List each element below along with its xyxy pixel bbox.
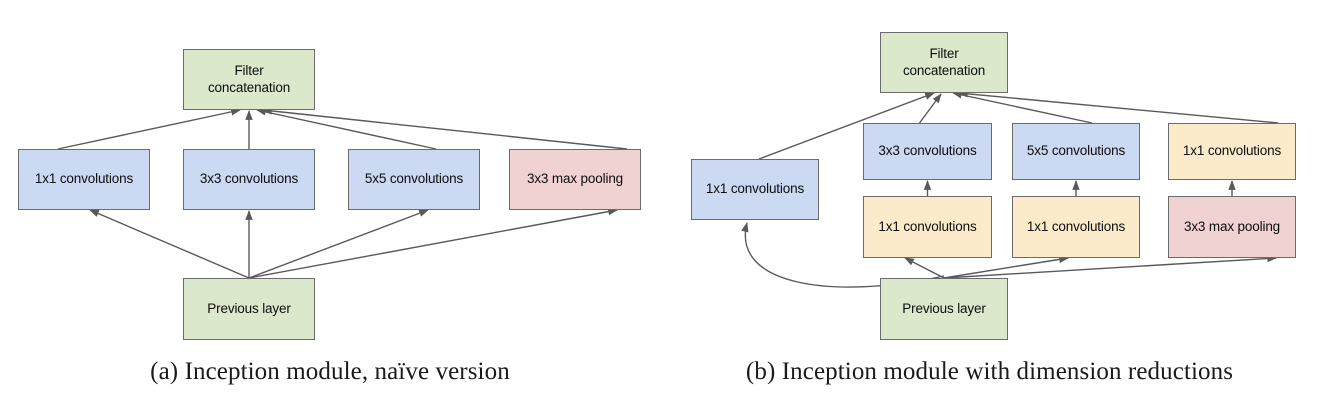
node-label: 5x5 convolutions	[364, 171, 464, 187]
node-label: 3x3 max pooling	[1183, 218, 1281, 234]
node-label: 1x1 convolutions	[1026, 218, 1126, 234]
node-label: 1x1 convolutions	[1182, 143, 1282, 159]
edge-conv3x3-to-filter-concat	[918, 93, 942, 124]
edge-conv1x1-to-filter-concat	[57, 108, 241, 150]
node-a-conv1x1[interactable]: 1x1 convolutions	[18, 149, 150, 210]
node-a-conv5x5[interactable]: 5x5 convolutions	[348, 149, 480, 210]
edge-previous-to-reduce1	[904, 257, 945, 279]
edge-previous-to-conv1x1	[89, 209, 250, 279]
edge-previous-to-maxpool	[248, 207, 618, 279]
node-a-previous-layer[interactable]: Previous layer	[183, 278, 315, 340]
edge-conv1x1right-to-filter-concat	[958, 90, 1279, 124]
edge-maxpool-to-filter-concat	[262, 107, 628, 150]
node-label: Previous layer	[207, 300, 291, 316]
node-b-conv5x5[interactable]: 5x5 convolutions	[1012, 123, 1140, 180]
node-b-conv1x1-left[interactable]: 1x1 convolutions	[691, 159, 819, 220]
node-a-maxpool3x3[interactable]: 3x3 max pooling	[509, 149, 641, 210]
node-b-reduce1x1-b[interactable]: 1x1 convolutions	[1012, 196, 1140, 258]
node-label: Previous layer	[902, 300, 986, 316]
node-b-conv3x3[interactable]: 3x3 convolutions	[863, 123, 992, 180]
node-label: 5x5 convolutions	[1026, 143, 1126, 159]
node-label: 3x3 convolutions	[199, 171, 299, 187]
node-b-previous-layer[interactable]: Previous layer	[880, 278, 1008, 340]
node-b-reduce1x1-a[interactable]: 1x1 convolutions	[863, 196, 992, 258]
node-label: 1x1 convolutions	[34, 171, 134, 187]
edge-previous-to-reduce2	[943, 255, 1069, 279]
node-a-conv3x3[interactable]: 3x3 convolutions	[183, 149, 315, 210]
edge-previous-to-conv5x5	[248, 209, 429, 279]
node-label: 3x3 convolutions	[878, 143, 977, 159]
edge-conv5x5-to-filter-concat	[952, 91, 1093, 124]
edge-conv5x5-to-filter-concat	[256, 108, 437, 150]
node-b-conv1x1-right[interactable]: 1x1 convolutions	[1168, 123, 1296, 180]
node-b-maxpool3x3[interactable]: 3x3 max pooling	[1168, 196, 1296, 258]
edge-previous-to-maxpool	[943, 254, 1277, 279]
node-label: 1x1 convolutions	[878, 218, 977, 234]
node-label: 3x3 max pooling	[526, 171, 624, 187]
node-label: 1x1 convolutions	[705, 181, 805, 197]
caption-a: (a) Inception module, naïve version	[150, 358, 510, 385]
caption-b: (b) Inception module with dimension redu…	[745, 358, 1234, 385]
